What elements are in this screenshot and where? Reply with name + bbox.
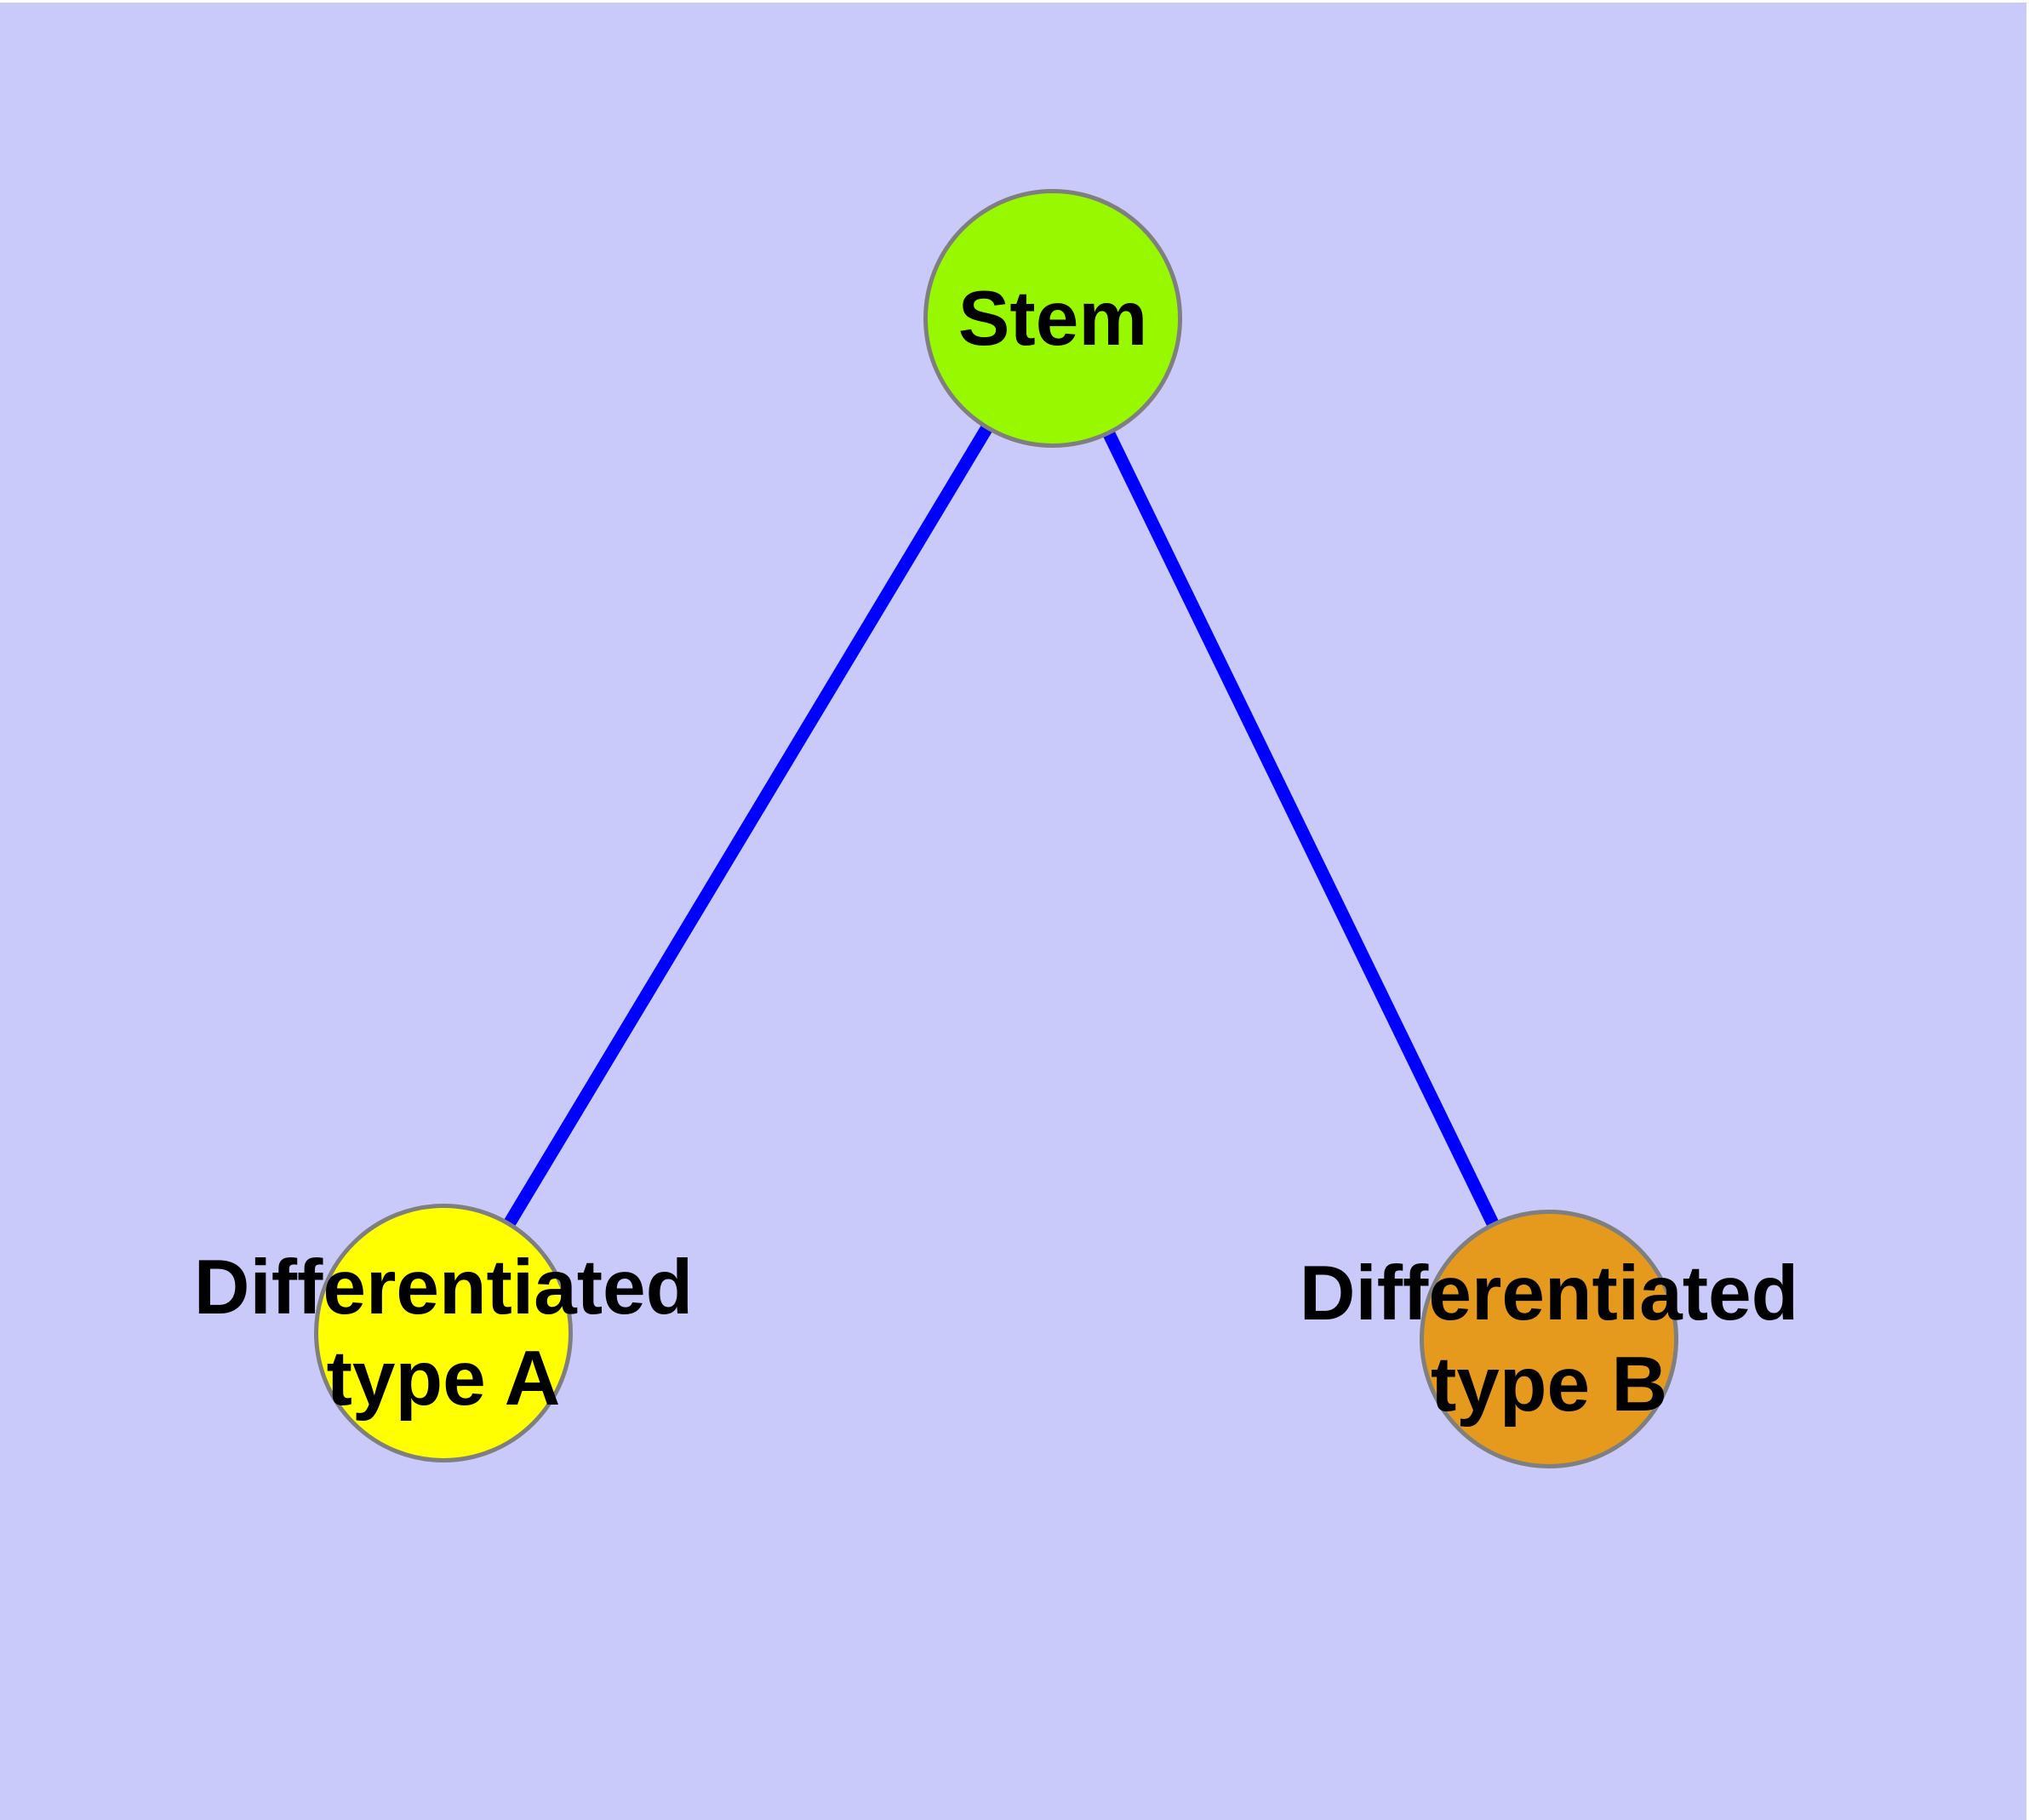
edge-stem-type-a xyxy=(437,315,1059,1336)
edge-stem-type-b xyxy=(1047,315,1555,1342)
node-label-stem: Stem xyxy=(957,275,1148,362)
node-stem: Stem xyxy=(923,189,1182,448)
